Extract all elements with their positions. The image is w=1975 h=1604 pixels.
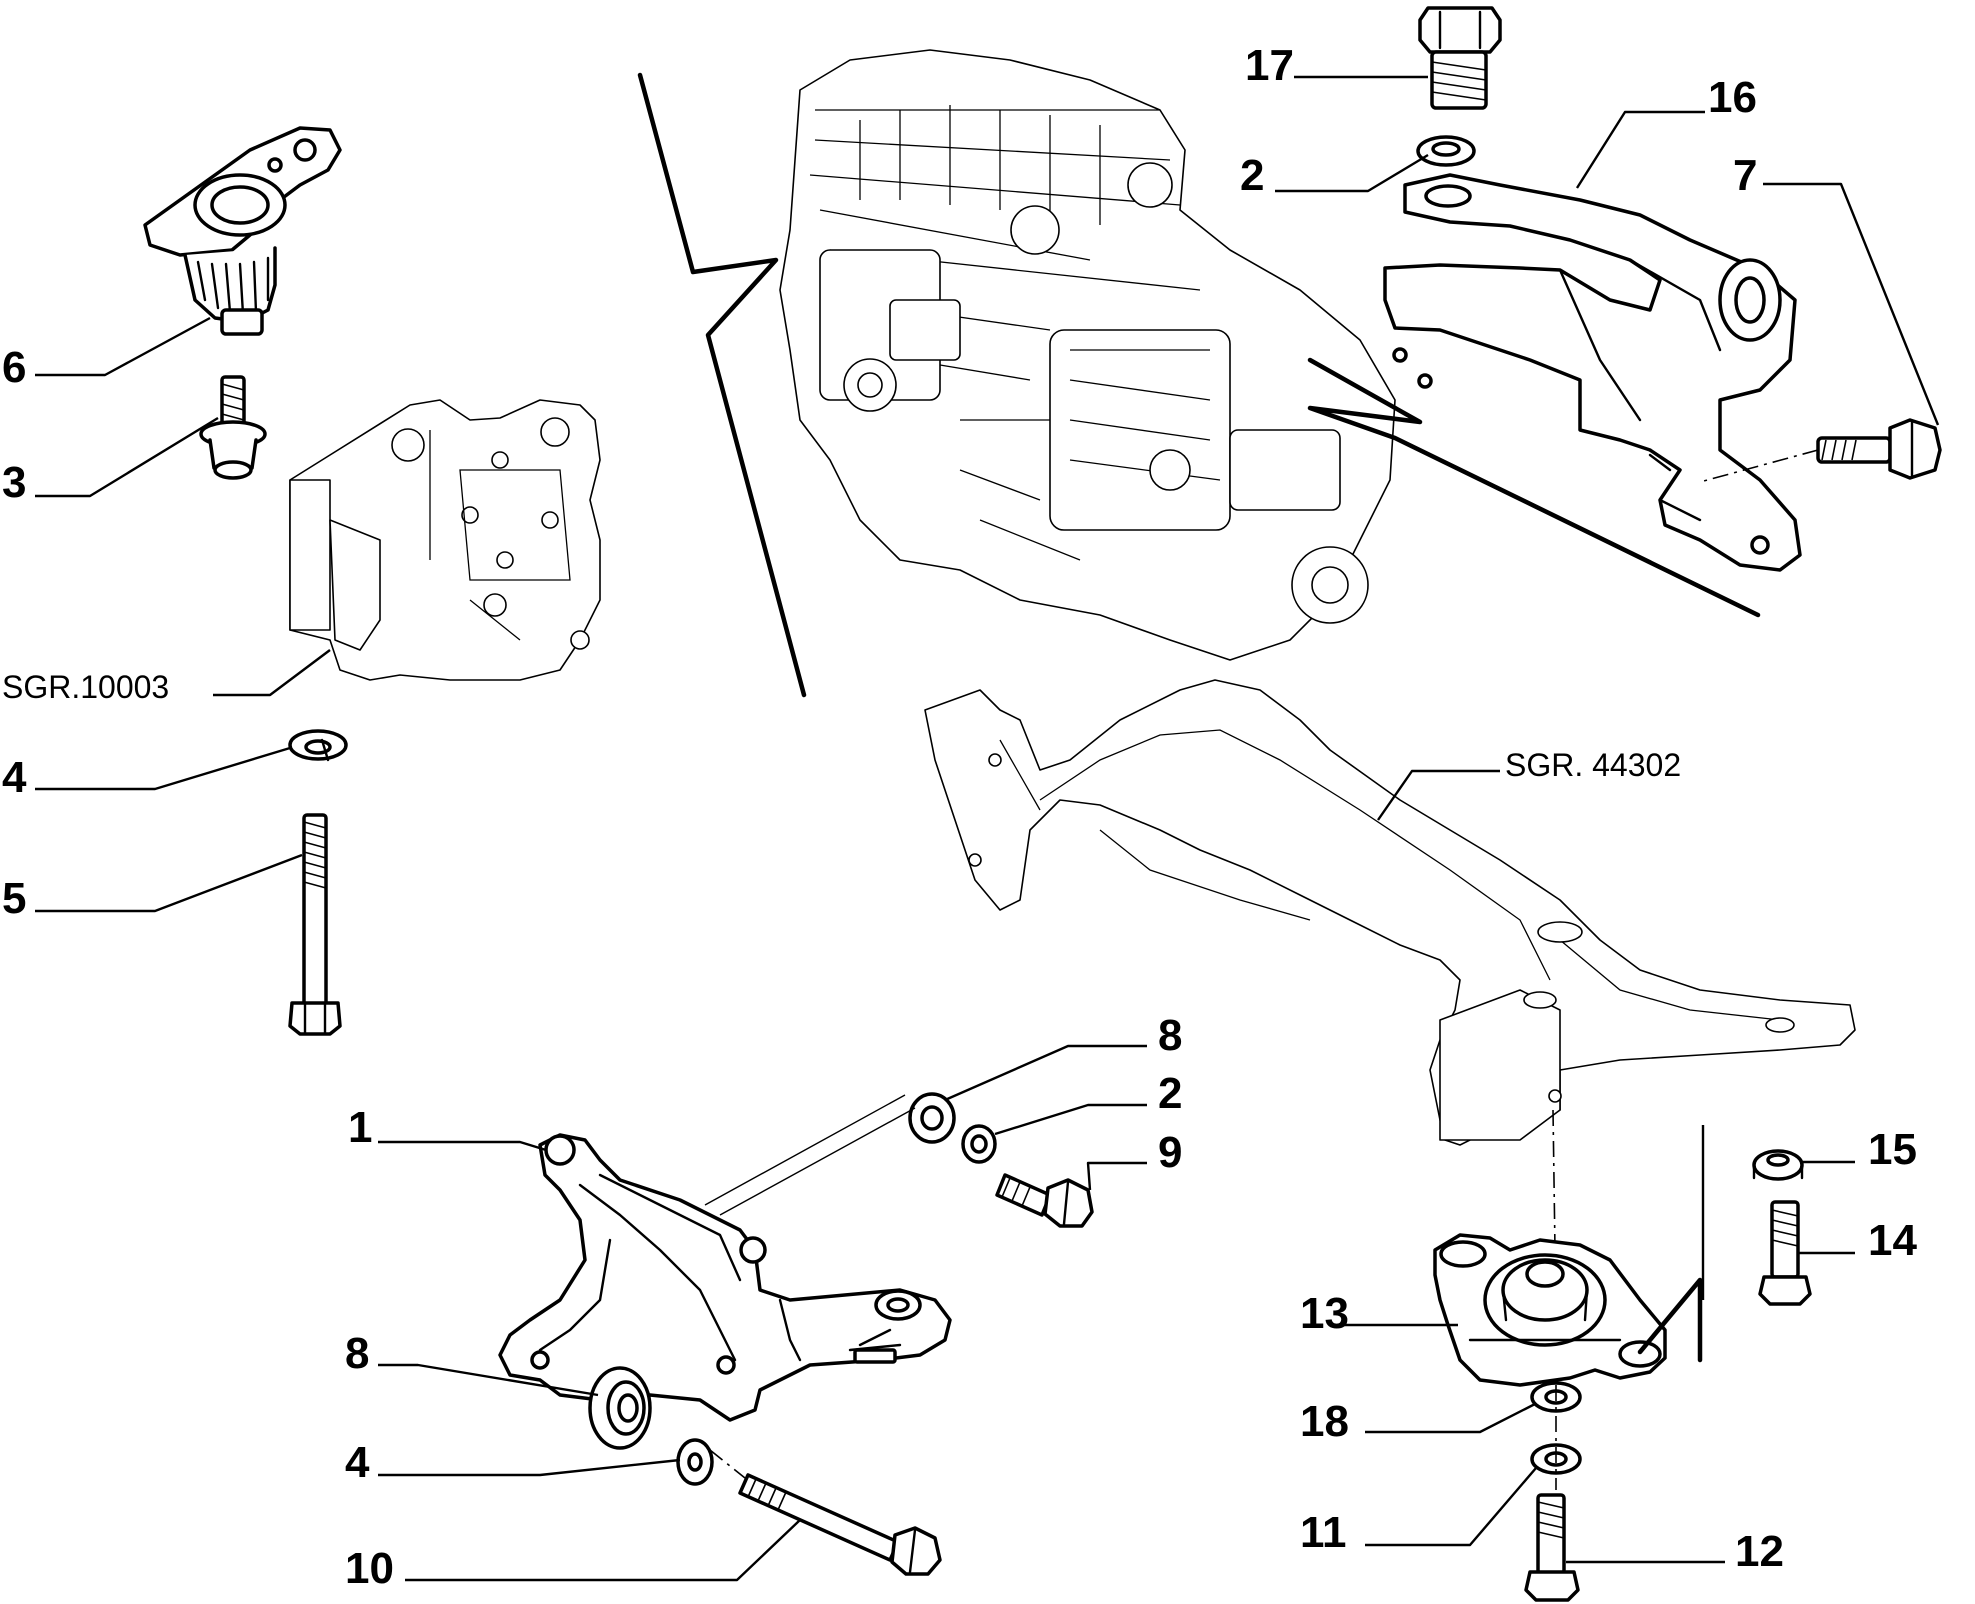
leader-8-top xyxy=(944,1044,1147,1102)
part-15-nut xyxy=(1752,1149,1804,1181)
leader-18 xyxy=(1365,1402,1536,1434)
engine-gearbox-ghost xyxy=(779,49,1396,661)
part-1-lower-bracket xyxy=(498,1133,952,1422)
leader-2-top xyxy=(1275,153,1429,193)
label-2-top: 2 xyxy=(1240,151,1264,200)
engine-bracket-left xyxy=(637,72,807,698)
part-4-washer-bottom xyxy=(676,1438,714,1486)
label-7: 7 xyxy=(1733,151,1757,200)
part-13-lower-mount xyxy=(1433,1233,1667,1387)
part-9-bolt xyxy=(995,1173,1094,1228)
part-6-rubber-mount xyxy=(143,126,342,336)
label-12: 12 xyxy=(1735,1527,1784,1576)
part-17-bolt xyxy=(1418,6,1502,110)
part-12-bolt xyxy=(1524,1493,1580,1602)
part-7-bolt xyxy=(1699,418,1942,483)
leader-11 xyxy=(1365,1467,1537,1547)
leader-6 xyxy=(35,316,211,377)
label-10: 10 xyxy=(345,1544,394,1593)
leader-sgr44302 xyxy=(1377,769,1500,821)
part-labels: 17 2 16 7 6 3 SGR.10003 4 5 SGR. 44302 8… xyxy=(2,41,1917,1593)
assembly-line-1 xyxy=(704,1094,916,1216)
label-1: 1 xyxy=(348,1103,372,1152)
label-8-top: 8 xyxy=(1158,1011,1182,1060)
label-14: 14 xyxy=(1868,1216,1917,1265)
label-4-left: 4 xyxy=(2,753,27,802)
part-8-washer-top xyxy=(908,1092,956,1144)
label-13: 13 xyxy=(1300,1289,1349,1338)
label-17: 17 xyxy=(1245,41,1294,90)
label-9: 9 xyxy=(1158,1128,1182,1177)
label-4-bottom: 4 xyxy=(345,1438,370,1487)
leader-16 xyxy=(1575,110,1705,189)
leader-9 xyxy=(1086,1161,1147,1191)
leader-4-left xyxy=(35,746,291,791)
leader-10 xyxy=(405,1519,801,1582)
leader-1 xyxy=(378,1140,547,1152)
leader-5 xyxy=(35,853,303,913)
subframe-ghost xyxy=(924,679,1856,1146)
label-11: 11 xyxy=(1300,1508,1347,1557)
leader-7 xyxy=(1763,182,1940,426)
leader-sgr10003 xyxy=(213,649,331,697)
ref-sgr10003: SGR.10003 xyxy=(2,669,169,705)
gearbox-mount-ghost xyxy=(289,399,601,681)
label-8-bottom: 8 xyxy=(345,1329,369,1378)
leader-2-mid xyxy=(994,1103,1147,1136)
leader-lines xyxy=(35,75,1940,1582)
part-5-long-bolt xyxy=(288,813,342,1036)
label-15: 15 xyxy=(1868,1125,1917,1174)
label-16: 16 xyxy=(1708,73,1757,122)
label-5: 5 xyxy=(2,874,26,923)
part-10-long-bolt xyxy=(709,1449,942,1576)
part-4-lock-washer-left xyxy=(288,729,348,762)
leader-4-bottom xyxy=(378,1458,681,1477)
bracket-tick-13 xyxy=(1637,1277,1703,1363)
part-2-washer-top xyxy=(1416,135,1476,167)
label-18: 18 xyxy=(1300,1397,1349,1446)
leader-3 xyxy=(35,416,219,498)
label-2-mid: 2 xyxy=(1158,1069,1182,1118)
part-2-washer-mid xyxy=(961,1124,997,1164)
label-6: 6 xyxy=(2,343,26,392)
label-3: 3 xyxy=(2,458,26,507)
axis-line-13 xyxy=(1552,1109,1556,1251)
ref-sgr44302: SGR. 44302 xyxy=(1505,747,1681,783)
engine-bracket-right xyxy=(1307,357,1761,618)
part-3-bolt xyxy=(199,375,267,480)
leader-8-bottom xyxy=(378,1363,599,1397)
part-8-washer-bottom xyxy=(588,1366,652,1450)
part-16-upper-bracket xyxy=(1383,173,1802,572)
part-14-bolt xyxy=(1758,1200,1812,1306)
